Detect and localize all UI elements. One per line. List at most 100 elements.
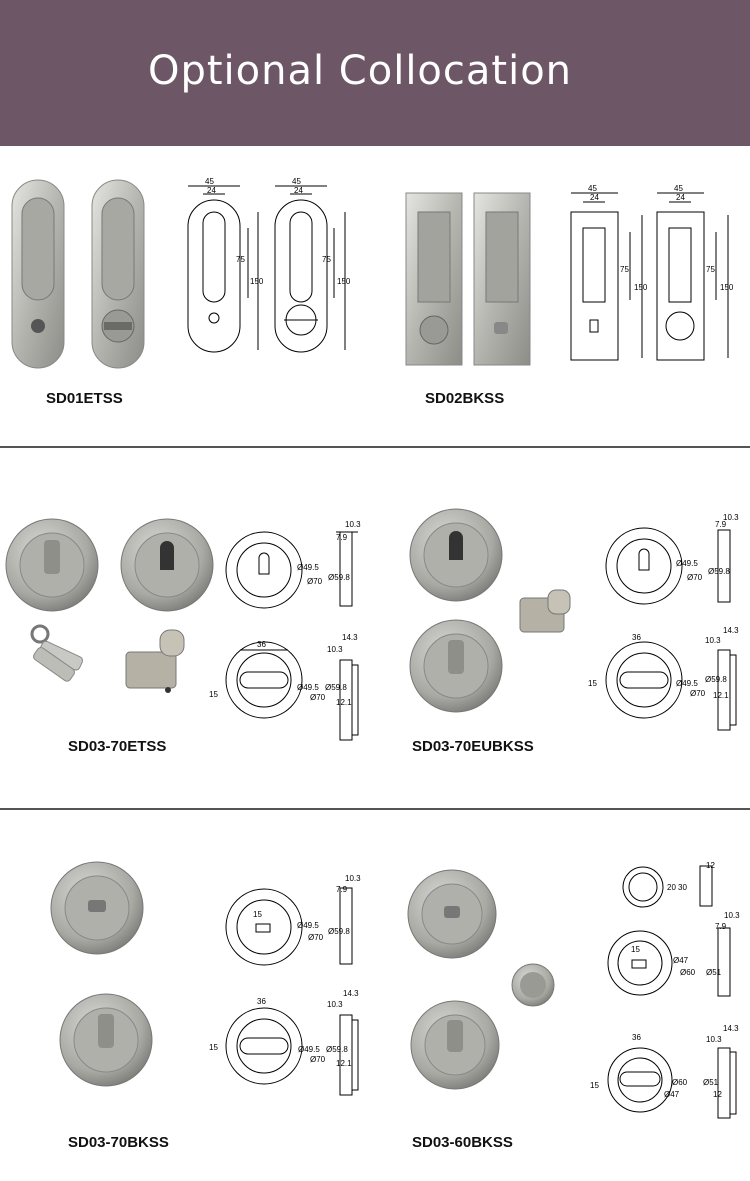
dim-label: 45: [674, 184, 683, 193]
sd03-60bkss-drawings: [607, 865, 737, 1119]
dim-label: 14.3: [342, 633, 358, 642]
sd01-photo-left: [11, 179, 65, 369]
dim-label: 36: [257, 997, 266, 1006]
sd02-drawings: [570, 192, 729, 361]
dim-label: Ø59.8: [326, 1045, 348, 1054]
dim-label: 150: [720, 283, 734, 292]
dim-label: 30: [678, 883, 687, 892]
dim-label: Ø70: [690, 689, 706, 698]
dim-label: 10.3: [705, 636, 721, 645]
sd03-70bkss-photos: [50, 861, 153, 1087]
dim-label: 24: [207, 186, 216, 195]
dim-label: Ø49.5: [297, 563, 319, 572]
dim-label: Ø70: [310, 693, 326, 702]
sd03-70etss-drawings: [225, 531, 359, 741]
dim-label: 150: [250, 277, 264, 286]
keys-icon: [30, 624, 84, 682]
dim-label: 15: [209, 1043, 218, 1052]
product-code: SD03-70ETSS: [68, 738, 167, 755]
dim-label: 150: [634, 283, 648, 292]
dim-label: 24: [590, 193, 599, 202]
product-code: SD01ETSS: [46, 390, 123, 407]
dim-label: 12: [706, 861, 715, 870]
dim-label: Ø59.8: [328, 927, 350, 936]
dim-label: Ø47: [673, 956, 689, 965]
dim-label: Ø49.5: [297, 921, 319, 930]
dim-label: Ø59.8: [705, 675, 727, 684]
product-code: SD02BKSS: [425, 390, 505, 407]
dim-label: Ø49.5: [297, 683, 319, 692]
dim-label: 15: [253, 910, 262, 919]
dim-label: 14.3: [723, 626, 739, 635]
dim-label: 75: [236, 255, 245, 264]
dim-label: 12.1: [713, 691, 729, 700]
dim-label: Ø59.8: [325, 683, 347, 692]
dim-label: Ø70: [310, 1055, 326, 1064]
dim-label: Ø49.5: [676, 559, 698, 568]
dim-label: 75: [706, 265, 715, 274]
product-code: SD03-70BKSS: [68, 1134, 169, 1151]
dim-label: Ø60: [680, 968, 696, 977]
sd03-70etss-photos: [5, 518, 214, 693]
dim-label: 10.3: [345, 874, 361, 883]
product-code: SD03-60BKSS: [412, 1134, 513, 1151]
dim-label: Ø70: [307, 577, 323, 586]
sd01-drawings: [187, 185, 346, 353]
section-divider: [0, 808, 750, 810]
dim-label: 10.3: [345, 520, 361, 529]
dim-label: 36: [632, 1033, 641, 1042]
dim-label: 15: [590, 1081, 599, 1090]
dim-label: 12.1: [336, 698, 352, 707]
dim-label: 36: [257, 640, 266, 649]
dim-label: 45: [292, 177, 301, 186]
sd03-60bkss-photos: [407, 869, 555, 1090]
dim-label: 14.3: [723, 1024, 739, 1033]
dim-label: Ø51: [706, 968, 722, 977]
dim-label: 45: [205, 177, 214, 186]
dim-label: Ø59.8: [328, 573, 350, 582]
dim-label: 36: [632, 633, 641, 642]
dim-label: 75: [322, 255, 331, 264]
section-divider: [0, 446, 750, 448]
dim-label: Ø47: [664, 1090, 680, 1099]
dim-label: Ø49.5: [676, 679, 698, 688]
dim-label: 12.1: [336, 1059, 352, 1068]
dim-label: 10.3: [723, 513, 739, 522]
dim-label: 150: [337, 277, 351, 286]
header-banner: Optional Collocation: [0, 0, 750, 146]
dim-label: 45: [588, 184, 597, 193]
dim-label: 10.3: [706, 1035, 722, 1044]
sd03-70eubkss-drawings: [605, 527, 737, 731]
dim-label: 10.3: [327, 645, 343, 654]
dim-label: 10.3: [724, 911, 740, 920]
dim-label: Ø70: [687, 573, 703, 582]
sd03-70bkss-drawings: [225, 887, 359, 1096]
dim-label: 7.9: [715, 520, 727, 529]
lock-cylinder-icon: [125, 629, 185, 693]
product-code: SD03-70EUBKSS: [412, 738, 534, 755]
dim-label: 10.3: [327, 1000, 343, 1009]
dim-label: 14.3: [343, 989, 359, 998]
dim-label: 7.9: [715, 922, 727, 931]
dim-label: 15: [588, 679, 597, 688]
dim-label: Ø49.5: [298, 1045, 320, 1054]
sd02-photo-right: [473, 192, 531, 366]
page-title: Optional Collocation: [147, 48, 573, 94]
dim-label: 12: [713, 1090, 722, 1099]
dim-label: 24: [676, 193, 685, 202]
dim-label: 24: [294, 186, 303, 195]
dim-label: 75: [620, 265, 629, 274]
dim-label: 7.9: [336, 533, 348, 542]
sd02-photo-left: [405, 192, 463, 366]
dim-label: Ø60: [672, 1078, 688, 1087]
dim-label: 15: [209, 690, 218, 699]
dim-label: 20: [667, 883, 676, 892]
dim-label: 7.9: [336, 885, 348, 894]
dim-label: Ø59.8: [708, 567, 730, 576]
sd01-photo-right: [91, 179, 145, 369]
dim-label: 15: [631, 945, 640, 954]
dim-label: Ø70: [308, 933, 324, 942]
dim-label: Ø51: [703, 1078, 719, 1087]
sd03-70eubkss-photos: [409, 508, 571, 713]
